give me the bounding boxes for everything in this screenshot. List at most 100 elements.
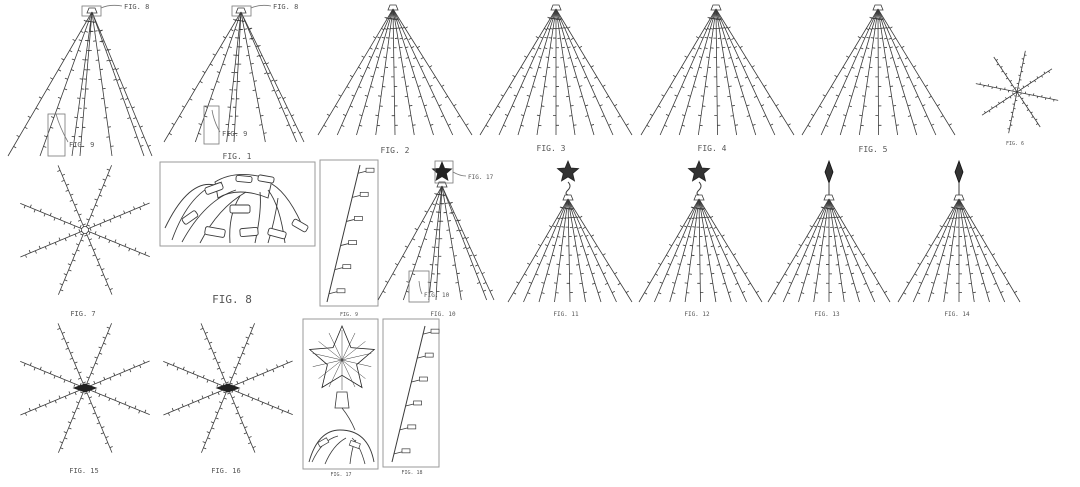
light-strand (427, 185, 443, 301)
light-strand (897, 198, 960, 303)
light-strand (402, 185, 443, 301)
star-facet-line (341, 341, 366, 361)
light-strand (820, 8, 879, 136)
light-strand (84, 165, 112, 231)
fig4-tree (640, 4, 795, 136)
bulb-lead (352, 194, 361, 198)
fig7-starburst (20, 165, 150, 295)
light-strand (57, 165, 86, 231)
light-strand (58, 387, 86, 453)
light-strand (391, 8, 416, 136)
fig6-burst (975, 50, 1059, 134)
light-strand (39, 11, 93, 157)
bulb-socket (342, 264, 352, 270)
light-strand (227, 387, 256, 453)
bulb-lead (346, 219, 355, 222)
wire (351, 437, 366, 465)
fig7-burst (20, 165, 150, 295)
fig9-frame (319, 159, 379, 307)
bulb-socket (239, 226, 259, 238)
fig1-tree-a (7, 7, 153, 157)
fig12-tree (638, 194, 763, 303)
light-strand (227, 387, 293, 415)
fig6-starburst (975, 50, 1059, 134)
top-ring (562, 194, 574, 201)
light-strand (958, 198, 990, 303)
fig14-finial (954, 159, 964, 185)
bulb-socket (413, 400, 422, 406)
light-strand (57, 323, 86, 389)
light-strand (958, 198, 1006, 303)
light-strand (567, 198, 617, 303)
light-strand (440, 185, 463, 301)
fig9-light-string (319, 159, 379, 307)
light-strand (498, 8, 557, 136)
light-strand (377, 185, 443, 301)
bulb-socket (235, 175, 253, 183)
light-strand (715, 8, 757, 136)
wire (254, 191, 261, 244)
light-strand (565, 198, 573, 303)
light-strand (828, 198, 860, 303)
light-strand (698, 198, 747, 303)
light-strand (958, 198, 1021, 303)
light-strand (517, 8, 557, 136)
light-strand (7, 11, 93, 157)
light-strand (20, 203, 86, 231)
bulb-lead (334, 267, 343, 271)
star-facet-line (341, 332, 356, 361)
star-facet-line (341, 359, 372, 367)
fig2-caption: FIG. 2 (381, 146, 410, 155)
light-strand (566, 198, 587, 303)
light-strand (828, 198, 876, 303)
wire (391, 325, 426, 463)
row-2-trees (377, 159, 1021, 303)
star-cord (341, 407, 356, 431)
fig14-tree (897, 194, 1021, 303)
light-strand (767, 198, 830, 303)
fig13-finial (824, 159, 834, 185)
light-strand (839, 8, 879, 136)
star-facet-line (328, 332, 343, 361)
fig5-tree (801, 4, 956, 136)
fig13-tree (767, 194, 891, 303)
connector-ring (308, 429, 375, 463)
light-strand (638, 198, 700, 303)
fig18-frame (382, 318, 440, 468)
light-strand (801, 8, 879, 136)
bulb-socket (336, 288, 346, 294)
light-strand (239, 11, 267, 143)
light-strand (554, 8, 577, 136)
bulb-lead (411, 379, 420, 383)
topper-hub (72, 383, 98, 393)
light-strand (231, 11, 244, 143)
bulb-socket (407, 424, 417, 430)
light-strand (567, 198, 602, 303)
top-ring (872, 4, 884, 11)
bulb-socket (204, 182, 224, 195)
light-strand (317, 8, 394, 136)
fig4-caption: FIG. 4 (698, 144, 727, 153)
light-strand (1007, 91, 1018, 134)
light-strand (1016, 91, 1059, 102)
fig15-caption: FIG. 15 (69, 467, 99, 475)
bulb-socket (359, 191, 369, 197)
fig7-caption: FIG. 7 (70, 310, 95, 318)
fig15-starburst (20, 323, 150, 453)
light-strand (227, 323, 255, 389)
light-strand (669, 198, 700, 303)
fig5-caption: FIG. 5 (859, 145, 888, 154)
topper-hub (215, 383, 241, 393)
light-strand (20, 361, 86, 389)
light-strand (827, 198, 846, 303)
light-strand (194, 11, 242, 143)
bulb-socket (365, 167, 375, 173)
light-strand (813, 198, 830, 303)
light-strand (698, 198, 732, 303)
star-facet-line (341, 353, 372, 361)
light-strand (84, 229, 113, 295)
fig3-caption: FIG. 3 (537, 144, 566, 153)
bulb-lead (399, 427, 408, 431)
fig8-caption: FIG. 8 (212, 293, 252, 306)
wire (267, 197, 279, 244)
